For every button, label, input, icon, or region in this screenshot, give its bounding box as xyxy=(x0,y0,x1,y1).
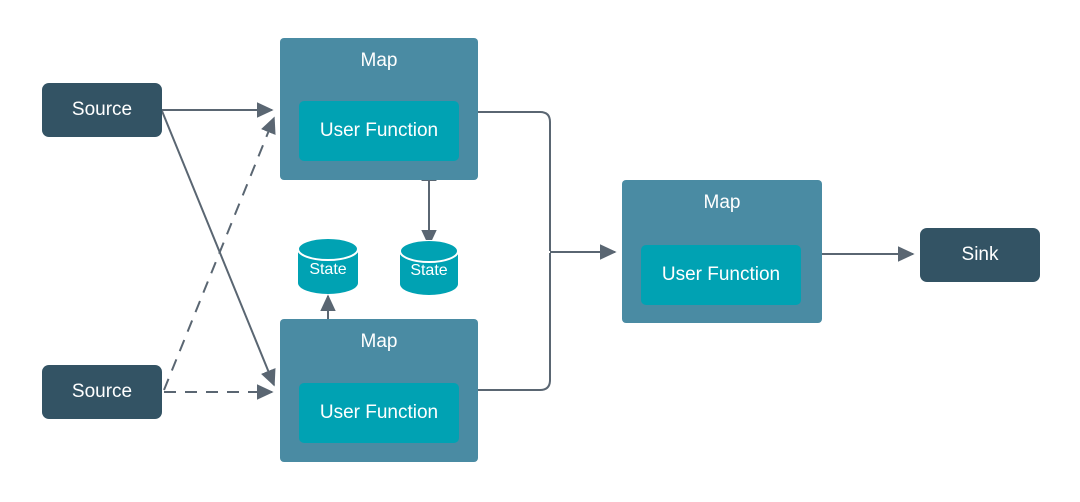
map-right-user-function[interactable]: User Function xyxy=(641,245,801,305)
map-right-label: Map xyxy=(703,192,741,213)
map-top-user-function[interactable]: User Function xyxy=(299,101,459,161)
state-right-label: State xyxy=(410,262,448,279)
source-bottom-label: Source xyxy=(71,381,133,402)
map-bottom-user-function-label: User Function xyxy=(319,402,439,423)
source-top-node[interactable]: Source xyxy=(42,83,162,137)
edge-source-bottom-to-map-top xyxy=(163,116,276,391)
database-cylinder-icon xyxy=(298,238,358,294)
state-right-node[interactable]: State xyxy=(400,240,458,295)
map-top-label: Map xyxy=(360,50,398,71)
sink-node[interactable]: Sink xyxy=(920,228,1040,282)
source-top-label: Source xyxy=(71,99,133,120)
edge-map-top-to-merge xyxy=(478,111,551,251)
source-bottom-node[interactable]: Source xyxy=(42,365,162,419)
map-bottom-user-function[interactable]: User Function xyxy=(299,383,459,443)
database-cylinder-icon xyxy=(400,240,458,295)
state-left-label: State xyxy=(309,260,347,278)
sink-label: Sink xyxy=(961,244,999,265)
edge-map-bottom-to-merge xyxy=(478,253,551,391)
map-right-user-function-label: User Function xyxy=(661,264,781,285)
state-left-node[interactable]: State xyxy=(298,238,358,294)
edge-source-top-to-map-bottom xyxy=(161,110,276,387)
map-bottom-label: Map xyxy=(360,331,398,352)
map-top-user-function-label: User Function xyxy=(319,120,439,141)
